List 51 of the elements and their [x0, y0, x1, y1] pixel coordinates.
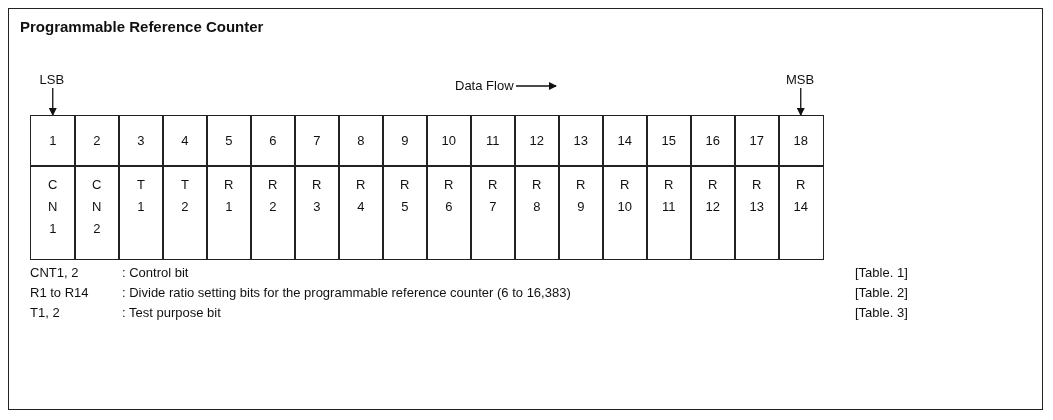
table-reference: [Table. 1] — [855, 265, 908, 280]
bit-name: R 6 — [444, 176, 454, 216]
bit-name: R 2 — [268, 176, 278, 216]
bit-number: 16 — [705, 133, 720, 149]
bit-number: 3 — [137, 133, 145, 149]
bit-number: 14 — [617, 133, 632, 149]
bit-name: T 1 — [136, 176, 145, 216]
bit-name: R 10 — [617, 176, 632, 216]
leader-arrow — [796, 87, 805, 116]
diagram-title: Programmable Reference Counter — [20, 18, 264, 35]
bit-name: R 9 — [576, 176, 586, 216]
note-term: CNT1, 2 — [30, 265, 79, 280]
table-reference: [Table. 2] — [855, 285, 908, 300]
bit-number: 8 — [357, 133, 365, 149]
bit-number: 1 — [49, 133, 57, 149]
bit-name: R 14 — [793, 176, 808, 216]
note-description: : Test purpose bit — [122, 305, 221, 320]
bit-number: 13 — [573, 133, 588, 149]
bit-name: C N 2 — [92, 176, 102, 238]
bit-number: 15 — [661, 133, 676, 149]
bit-number: 7 — [313, 133, 321, 149]
bit-name: R 11 — [662, 176, 676, 216]
bit-number: 2 — [93, 133, 101, 149]
note-description: : Control bit — [122, 265, 189, 280]
bit-name: R 12 — [705, 176, 720, 216]
bit-name: R 1 — [224, 176, 234, 216]
table-reference: [Table. 3] — [855, 305, 908, 320]
bit-number: 4 — [181, 133, 189, 149]
bit-name: R 4 — [356, 176, 366, 216]
data-flow-label: Data Flow — [455, 78, 514, 93]
bit-name: R 8 — [532, 176, 542, 216]
bit-number: 5 — [225, 133, 233, 149]
note-term: T1, 2 — [30, 305, 60, 320]
note-term: R1 to R14 — [30, 285, 89, 300]
bit-name: C N 1 — [48, 176, 58, 238]
bit-name: R 3 — [312, 176, 322, 216]
bit-number: 10 — [441, 133, 456, 149]
bit-number: 18 — [793, 133, 808, 149]
bit-number: 6 — [269, 133, 277, 149]
bit-name: R 5 — [400, 176, 410, 216]
bit-number: 9 — [401, 133, 409, 149]
bit-marker-label: LSB — [39, 72, 65, 87]
bit-marker-label: MSB — [786, 72, 815, 87]
bit-number: 12 — [529, 133, 544, 149]
bit-name: T 2 — [180, 176, 189, 216]
bit-name: R 13 — [749, 176, 764, 216]
bit-name: R 7 — [488, 176, 498, 216]
note-description: : Divide ratio setting bits for the programmable reference counter (6 to 16,383) — [122, 285, 571, 300]
bit-number: 11 — [486, 133, 500, 149]
bit-number: 17 — [749, 133, 764, 149]
leader-arrow — [48, 87, 57, 116]
